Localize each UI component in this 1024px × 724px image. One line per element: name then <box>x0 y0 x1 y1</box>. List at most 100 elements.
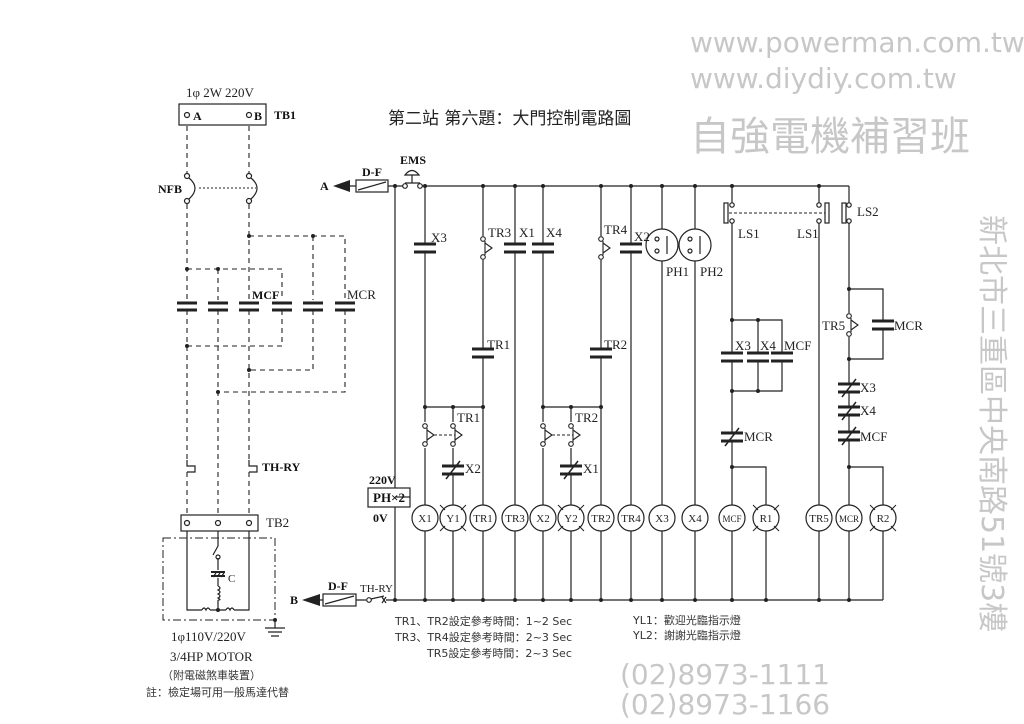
line-wiring-top <box>186 204 346 300</box>
load-label: Y1 <box>446 513 459 525</box>
ph1-label: PH1 <box>666 264 689 279</box>
control-a-label: A <box>320 179 329 193</box>
coil-x4: X4 <box>681 504 709 532</box>
x1-nc-contact <box>559 460 583 480</box>
terminal-b-label: B <box>254 109 262 123</box>
tr3-timer-contact <box>479 236 493 260</box>
lamp-y1: Y1 <box>439 504 467 532</box>
parallel-x3-label: X3 <box>735 338 751 353</box>
tb1-terminal-block <box>178 103 267 126</box>
junction-dots-control <box>393 184 851 602</box>
mcr-contact-label: MCR <box>347 287 376 302</box>
tb2-label: TB2 <box>266 515 289 530</box>
coil-tr1: TR1 <box>469 504 497 532</box>
x4-contact-label: X4 <box>546 225 562 240</box>
ls2-label: LS2 <box>857 204 879 219</box>
timer-note-3: TR5設定參考時間：2~3 Sec <box>426 646 572 660</box>
coil-x2: X2 <box>529 504 557 532</box>
parallel-x4-label: X4 <box>760 338 776 353</box>
limit-switches <box>723 202 852 224</box>
thry-label: TH-RY <box>262 460 301 474</box>
coil-icon <box>835 504 863 532</box>
load-label: X4 <box>688 513 702 525</box>
legend-yl1: YL1：歡迎光臨指示燈 <box>632 613 741 627</box>
thry-wires <box>186 472 250 515</box>
coil-tr2: TR2 <box>587 504 615 532</box>
load-label: TR4 <box>621 513 641 525</box>
tr1-switch-label: TR1 <box>457 410 480 425</box>
ls1-right-label: LS1 <box>797 226 819 241</box>
x2-nc-contact <box>441 460 465 480</box>
mcf-nc-contact <box>837 426 861 446</box>
lamp-icon <box>557 504 585 532</box>
x4-nc-contact <box>837 401 861 421</box>
load-label: MCR <box>839 514 859 524</box>
load-label: X3 <box>655 513 669 525</box>
power-circuit: 1φ 2W 220V A B TB1 NFB MCF MCR TH-RY <box>146 85 376 699</box>
x4-no-contact <box>531 242 555 254</box>
lamp-rays-icon <box>557 504 585 532</box>
ems-label: EMS <box>400 153 426 167</box>
tr1-contact-label: TR1 <box>487 337 510 352</box>
load-label: TR3 <box>505 513 525 525</box>
mcr-no-contact <box>871 319 895 331</box>
coil-mcf: MCF <box>718 504 746 532</box>
x3-no-contact <box>413 242 437 254</box>
watermark-address: 新北市三重區中央南路51號3樓 <box>974 215 1009 632</box>
tr2-instant-contact <box>539 423 553 447</box>
timer-note-1: TR1、TR2設定參考時間：1~2 Sec <box>394 614 572 628</box>
ground-icon <box>265 618 285 637</box>
x1-nc-label: X1 <box>583 461 599 476</box>
arrow-a-icon <box>333 180 350 192</box>
coil-icon <box>681 504 709 532</box>
lamp-r1: R1 <box>752 504 780 532</box>
coil-icon <box>718 504 746 532</box>
mcf-contact-label: MCF <box>252 288 279 302</box>
tr2-switch-label: TR2 <box>575 410 598 425</box>
diagram-title: 第二站 第六題：大門控制電路圖 <box>388 109 631 129</box>
supply-label: 1φ 2W 220V <box>186 85 255 100</box>
watermark-phone-1: (02)8973-1111 <box>620 658 830 691</box>
tr2-no-contact <box>589 347 613 359</box>
tr5-timer-contact <box>845 313 859 337</box>
x2-contact-label: X2 <box>634 229 650 244</box>
control-b-label: B <box>290 593 298 607</box>
tr1-delay-contact <box>449 423 463 447</box>
tr5-contact-label: TR5 <box>822 318 845 333</box>
legend-yl2: YL2：謝謝光臨指示燈 <box>632 628 741 642</box>
mcr-no-label: MCR <box>894 318 923 333</box>
load-label: MCF <box>722 514 741 524</box>
voltage-220v-label: 220V <box>369 473 396 487</box>
ph2-label: PH2 <box>700 264 723 279</box>
motor-spec-1: 1φ110V/220V <box>171 629 247 644</box>
thermal-relay <box>186 460 258 473</box>
load-label: TR2 <box>591 513 611 525</box>
fuse-top <box>355 179 389 193</box>
voltage-0v-label: 0V <box>373 511 388 525</box>
arrow-b-icon <box>302 594 320 606</box>
coil-icon <box>648 504 676 532</box>
ph2-sensor <box>678 228 712 262</box>
terminal-a-label: A <box>193 109 202 123</box>
coil-icon <box>617 504 645 532</box>
motor-enclosure <box>162 537 276 621</box>
motor-note: 註：檢定場可用一般馬達代替 <box>146 685 289 699</box>
tr4-contact-label: TR4 <box>604 222 628 237</box>
fuse-bottom-label: D-F <box>328 579 348 593</box>
coil-icon <box>411 504 439 532</box>
load-label: X2 <box>536 513 549 525</box>
tb2-terminal-block <box>180 514 259 532</box>
x3-parallel-contact <box>720 351 744 363</box>
lamp-rays-icon <box>869 504 897 532</box>
main-contacts <box>177 301 355 312</box>
mcr-nc-label: MCR <box>744 429 773 444</box>
line-wiring-bottom <box>186 310 346 515</box>
nfb-label: NFB <box>158 182 182 196</box>
tr2-contact-label: TR2 <box>604 337 627 352</box>
fuse-top-label: D-F <box>362 165 382 179</box>
load-label: X1 <box>418 513 431 525</box>
ems-button <box>402 169 423 189</box>
